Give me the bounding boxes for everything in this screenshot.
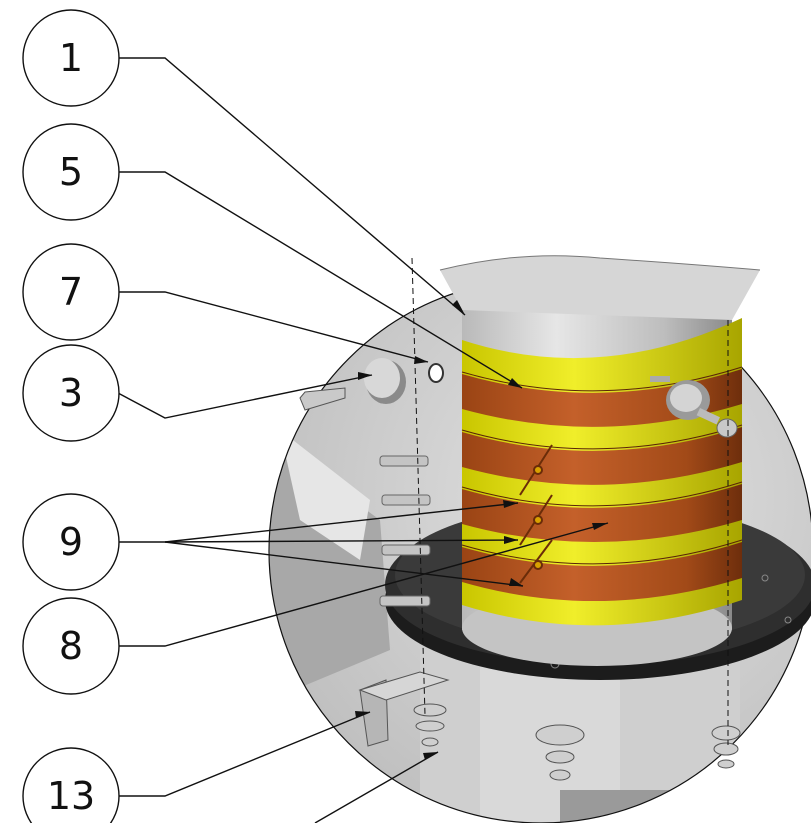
exploded-screws xyxy=(379,455,431,607)
lower-washers xyxy=(413,703,741,781)
exploded-fastener-3 xyxy=(299,358,444,411)
callout-label-13: 13 xyxy=(47,774,95,818)
explode-axes xyxy=(411,257,729,745)
callout-label-3: 3 xyxy=(59,371,83,415)
leader-lines xyxy=(117,57,609,823)
clamp-hardware xyxy=(650,376,738,438)
callout-balloon-5: 5 xyxy=(22,123,120,221)
callout-label-5: 5 xyxy=(59,150,83,194)
callout-label-9: 9 xyxy=(59,520,83,564)
callout-balloon-13: 13 xyxy=(22,747,120,823)
callout-balloon-3: 3 xyxy=(22,344,120,442)
callout-balloon-8: 8 xyxy=(22,597,120,695)
brush-pins xyxy=(519,444,553,584)
slip-ring-stack xyxy=(461,318,743,626)
bracket-13 xyxy=(358,671,450,747)
leader-arrowheads xyxy=(355,300,608,760)
callout-balloon-1: 1 xyxy=(22,9,120,107)
callout-balloon-7: 7 xyxy=(22,243,120,341)
callout-label-7: 7 xyxy=(59,270,83,314)
callout-balloon-9: 9 xyxy=(22,493,120,591)
callout-label-1: 1 xyxy=(59,36,83,80)
callout-label-8: 8 xyxy=(59,624,83,668)
